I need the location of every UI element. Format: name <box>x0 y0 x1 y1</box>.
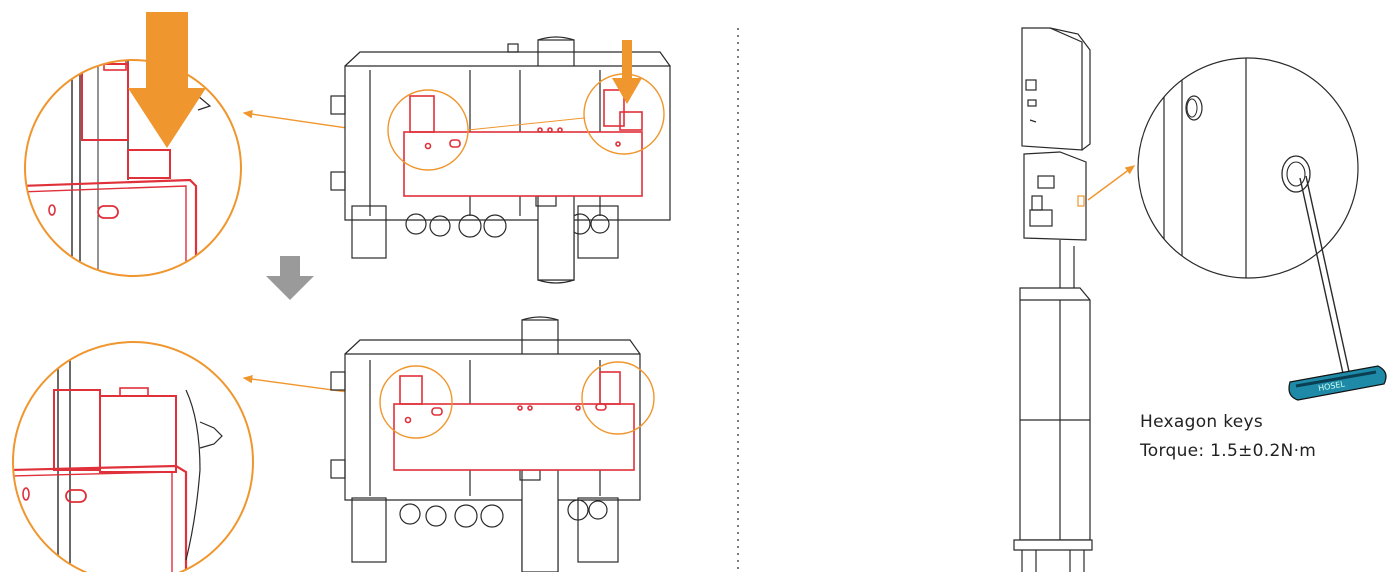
down-arrow-icon <box>128 12 206 148</box>
mounting-bracket-top <box>403 89 643 197</box>
zoom-detail-top <box>24 59 242 277</box>
down-arrow-icon <box>612 40 642 104</box>
mounting-bracket-bottom <box>393 371 635 471</box>
callout-arrow-icon <box>1087 165 1136 201</box>
step-arrow-icon <box>266 256 314 300</box>
zoom-detail-bottom <box>12 341 254 572</box>
inverter-battery-stack <box>1013 27 1093 572</box>
hex-key-icon: HOSEL <box>1288 175 1387 401</box>
zoom-detail-screw <box>1137 57 1359 279</box>
tool-label: Hexagon keys <box>1140 412 1264 432</box>
torque-label: Torque: 1.5±0.2N·m <box>1140 441 1317 461</box>
